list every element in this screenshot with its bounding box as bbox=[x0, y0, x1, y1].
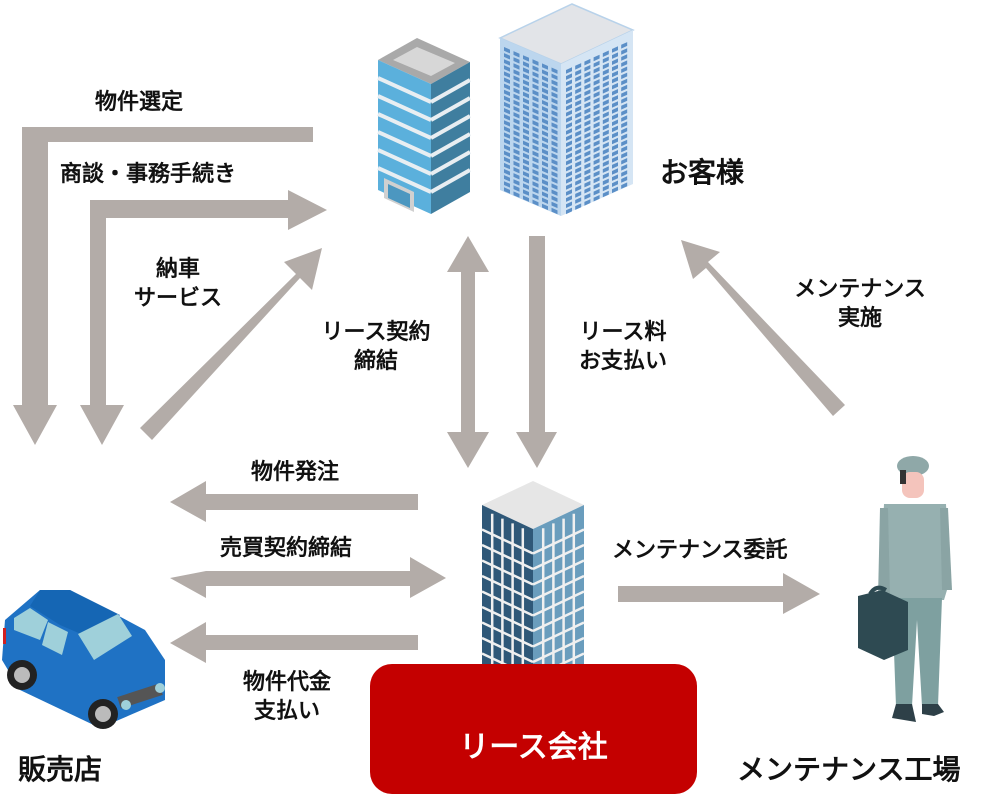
arrow-delivery-service bbox=[140, 248, 322, 440]
node-customer-label: お客様 bbox=[660, 156, 745, 189]
label-delivery-line-2: サービス bbox=[133, 286, 222, 312]
arrow-negotiation bbox=[80, 190, 327, 445]
arrow-property-selection bbox=[13, 127, 313, 445]
label-delivery-service: 納車 サービス bbox=[118, 255, 238, 313]
label-property-payment-line-2: 支払い bbox=[253, 699, 320, 725]
label-property-order: 物件発注 bbox=[251, 460, 340, 485]
node-lease-company bbox=[370, 664, 697, 794]
label-property-payment-line-1: 物件代金 bbox=[242, 670, 331, 695]
car-icon bbox=[2, 590, 165, 729]
worker-icon bbox=[858, 456, 952, 722]
office-building-large-icon bbox=[498, 3, 635, 216]
label-negotiation: 商談・事務手続き bbox=[60, 162, 237, 187]
node-dealer-label: 販売店 bbox=[18, 753, 103, 786]
arrow-property-order bbox=[170, 481, 418, 522]
label-property-selection: 物件選定 bbox=[95, 90, 184, 115]
label-lease-payment-line-1: リース料 bbox=[579, 320, 667, 345]
node-maintenance-factory-label: メンテナンス工場 bbox=[737, 753, 961, 786]
label-maint-exec-line-1: メンテナンス bbox=[794, 277, 926, 302]
arrow-maintenance-outsourcing bbox=[618, 573, 820, 614]
label-lease-payment: リース料 お支払い bbox=[558, 318, 688, 376]
arrows bbox=[13, 127, 845, 663]
label-lease-contract: リース契約 締結 bbox=[302, 318, 450, 376]
office-buildings-icon bbox=[377, 3, 635, 216]
office-building-small-icon bbox=[377, 38, 471, 214]
label-lease-contract-line-2: 締結 bbox=[353, 349, 398, 375]
label-maintenance-outsourcing: メンテナンス委託 bbox=[612, 538, 788, 563]
label-sales-contract: 売買契約締結 bbox=[220, 536, 353, 561]
arrow-maintenance-execution bbox=[681, 240, 845, 416]
label-maint-exec-line-2: 実施 bbox=[837, 306, 882, 332]
arrow-lease-contract bbox=[447, 236, 489, 468]
label-delivery-line-1: 納車 bbox=[155, 257, 200, 282]
arrow-lease-payment bbox=[516, 236, 557, 468]
arrow-property-payment bbox=[170, 622, 418, 663]
label-maintenance-execution: メンテナンス 実施 bbox=[775, 275, 945, 333]
label-property-payment: 物件代金 支払い bbox=[222, 668, 352, 726]
label-lease-payment-line-2: お支払い bbox=[578, 349, 667, 375]
label-lease-contract-line-1: リース契約 bbox=[321, 320, 431, 345]
arrow-sales-contract bbox=[170, 557, 446, 598]
node-lease-company-label: リース会社 bbox=[459, 730, 608, 765]
